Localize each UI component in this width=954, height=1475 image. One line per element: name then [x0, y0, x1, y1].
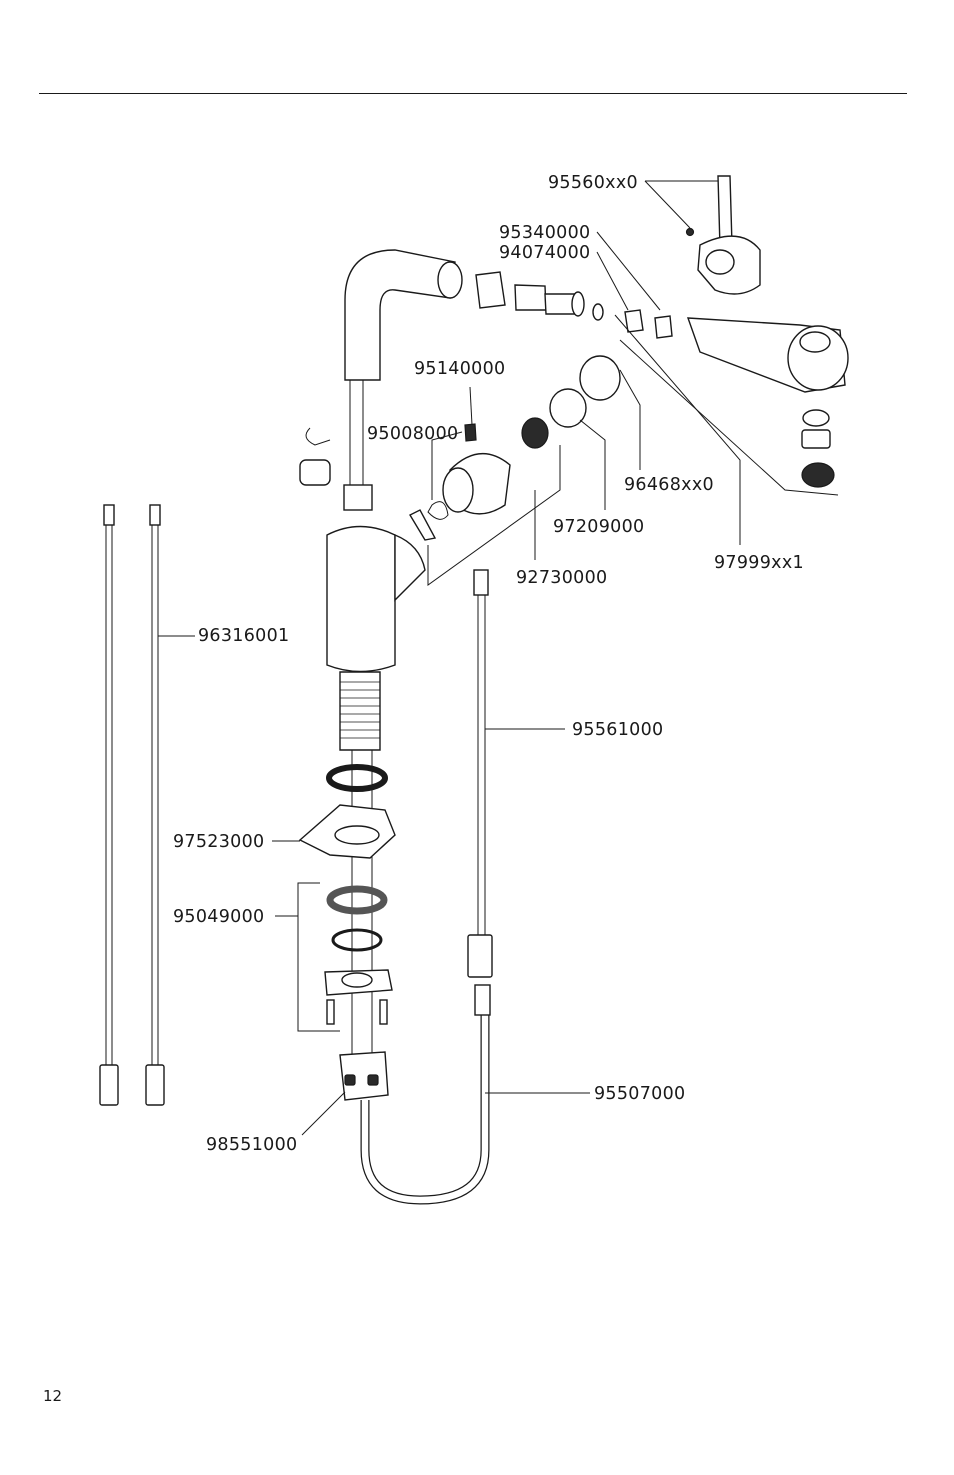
faucet-body: [326, 484, 426, 1060]
callout-92730000: 92730000: [516, 568, 607, 588]
spray-supply-line: [467, 569, 493, 978]
small-inserts: [592, 303, 673, 339]
callout-97209000: 97209000: [553, 517, 644, 537]
clip-and-collar: [299, 427, 331, 486]
callout-98551000: 98551000: [206, 1135, 297, 1155]
callout-95049000: 95049000: [173, 907, 264, 927]
page-number: 12: [43, 1387, 63, 1405]
callout-96316001: 96316001: [198, 626, 289, 646]
hose-weight: [339, 1051, 389, 1101]
callout-95507000: 95507000: [594, 1084, 685, 1104]
supply-lines: [99, 504, 165, 1106]
hose-connector-chain: [475, 271, 585, 317]
mounting-hardware: [298, 764, 396, 1025]
callout-95140000: 95140000: [414, 359, 505, 379]
handle-lever: [685, 175, 761, 295]
callout-95008000: 95008000: [367, 424, 458, 444]
callout-94074000: 94074000: [499, 243, 590, 263]
callout-97523000: 97523000: [173, 832, 264, 852]
spray-head: [686, 317, 849, 488]
callout-95560xx0: 95560xx0: [548, 173, 638, 193]
callout-97999xx1: 97999xx1: [714, 553, 804, 573]
leader-lines: [158, 180, 839, 1136]
spout: [344, 249, 463, 485]
callout-96468xx0: 96468xx0: [624, 475, 714, 495]
callout-95561000: 95561000: [572, 720, 663, 740]
cartridge-group: [409, 355, 621, 541]
header-rule: [39, 93, 907, 94]
callout-95340000: 95340000: [499, 223, 590, 243]
pullout-hose: [360, 1000, 490, 1205]
